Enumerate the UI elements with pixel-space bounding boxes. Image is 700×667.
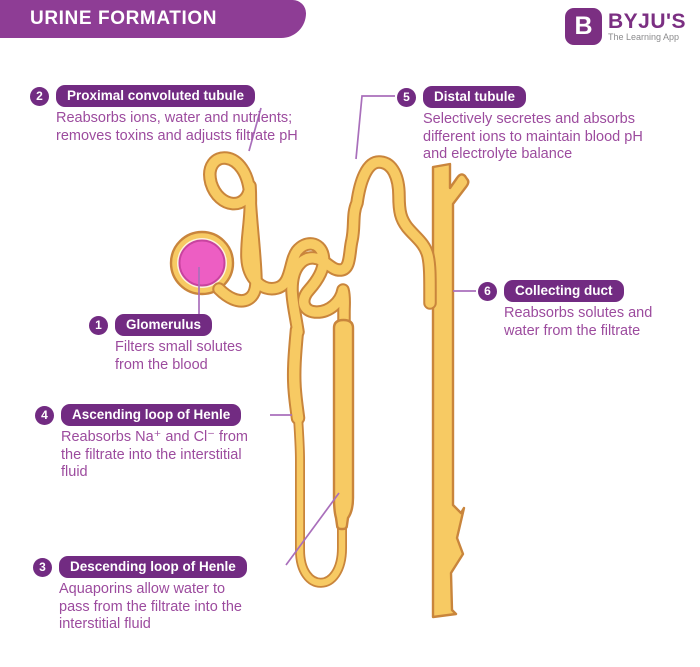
number-badge-5: 5	[397, 87, 416, 107]
leader-line-3	[285, 492, 340, 566]
label-descending-loop: 3 Descending loop of Henle Aquaporins al…	[33, 556, 247, 634]
logo-text-block: BYJU'S The Learning App	[607, 9, 686, 42]
leader-line-2	[248, 107, 262, 152]
logo-name: BYJU'S	[607, 9, 686, 33]
ascending-limb-fill	[288, 324, 304, 424]
proximal-tubule-outline	[203, 151, 351, 337]
label-glomerulus: 1 Glomerulus Filters small solutes from …	[89, 314, 242, 374]
description-glomerulus: Filters small solutes from the blood	[115, 339, 243, 373]
byjus-logo: B BYJU'S The Learning App	[564, 8, 686, 45]
description-descending: Aquaporins allow water to pass from the …	[59, 581, 242, 632]
title-badge-collecting-duct: Collecting duct	[504, 280, 624, 302]
description-collecting-duct: Reabsorbs solutes and water from the fil…	[504, 305, 653, 339]
distal-tubule-fill	[287, 157, 435, 337]
description-ascending: Reabsorbs Na⁺ and Cl⁻ from the filtrate …	[61, 429, 248, 480]
label-ascending-loop: 4 Ascending loop of Henle Reabsorbs Na⁺ …	[35, 404, 248, 482]
number-badge-6: 6	[478, 281, 497, 301]
description-proximal: Reabsorbs ions, water and nutrients; rem…	[56, 110, 298, 144]
tubule-fill-layer	[205, 153, 435, 586]
label-proximal-convoluted-tubule: 2 Proximal convoluted tubule Reabsorbs i…	[30, 85, 298, 145]
title-badge-distal: Distal tubule	[423, 86, 527, 108]
title-badge-glomerulus: Glomerulus	[115, 314, 213, 336]
title-badge-proximal: Proximal convoluted tubule	[56, 85, 256, 107]
logo-letter: B	[574, 12, 593, 40]
byjus-logo-icon: B	[564, 8, 602, 45]
number-badge-1: 1	[89, 315, 108, 335]
descending-limb-shape	[332, 318, 355, 531]
leader-line-5	[355, 95, 395, 160]
collecting-duct-shape	[431, 162, 470, 619]
proximal-tubule-fill	[205, 153, 349, 335]
title-badge-ascending: Ascending loop of Henle	[61, 404, 242, 426]
title-banner: URINE FORMATION	[0, 0, 306, 38]
henle-loop-fill	[294, 412, 346, 586]
description-distal: Selectively secretes and absorbs differe…	[423, 111, 643, 162]
leader-lines	[198, 95, 476, 566]
title-badge-descending: Descending loop of Henle	[59, 556, 247, 578]
number-badge-2: 2	[30, 86, 49, 106]
glomerulus-shape	[178, 239, 226, 287]
page-title: URINE FORMATION	[30, 8, 218, 29]
number-badge-4: 4	[35, 405, 54, 425]
number-badge-3: 3	[33, 557, 52, 577]
logo-tagline: The Learning App	[607, 31, 680, 42]
label-distal-tubule: 5 Distal tubule Selectively secretes and…	[397, 86, 643, 164]
label-collecting-duct: 6 Collecting duct Reabsorbs solutes and …	[478, 280, 652, 340]
